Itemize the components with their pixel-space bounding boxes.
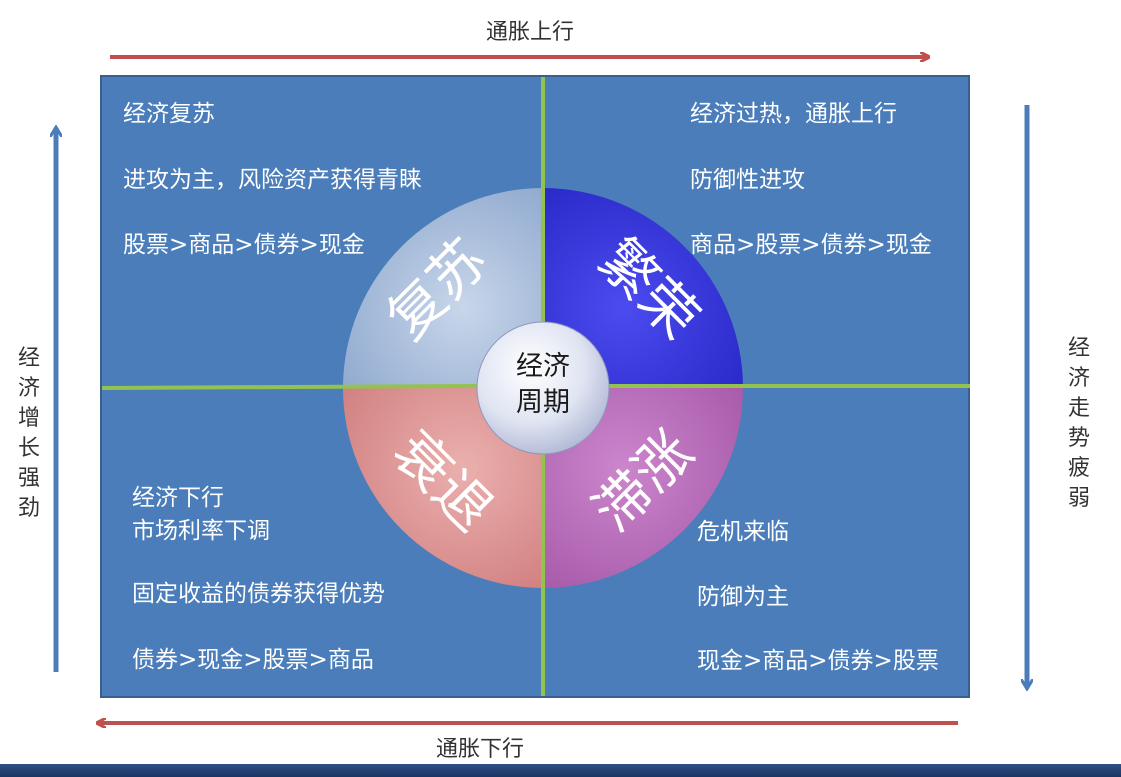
bottom-axis-label: 通胀下行 [436,737,525,762]
center-line-1: 经济 [516,351,570,382]
left-axis-label: 经济增长强劲 [17,346,40,521]
stagflation-segment [543,388,743,588]
top-left-line-2: 进攻为主，风险资产获得青睐 [123,167,422,193]
right-axis-label: 经济走势疲弱 [1067,336,1090,511]
bottom-right-line-2: 防御为主 [697,584,789,610]
center-title: 经济 周期 [480,349,606,421]
recession-segment [343,388,543,588]
top-right-line-2: 防御性进攻 [690,167,805,193]
bottom-right-line-3: 现金>商品>债券>股票 [697,648,939,674]
bottom-right-line-1: 危机来临 [697,519,789,545]
top-right-line-3: 商品>股票>债券>现金 [690,232,932,258]
horizontal-divider-left [101,384,479,390]
center-hub [476,321,610,455]
bottom-left-line-4: 债券>现金>股票>商品 [132,647,374,673]
top-axis-label: 通胀上行 [486,20,575,45]
bottom-left-line-2: 市场利率下调 [132,518,270,544]
recovery-segment [343,188,543,388]
top-left-line-3: 股票>商品>债券>现金 [123,232,365,258]
bottom-left-line-1: 经济下行 [132,485,224,511]
prosperity-segment [543,188,743,388]
bottom-left-line-3: 固定收益的债券获得优势 [132,581,385,607]
top-right-line-1: 经济过热，通胀上行 [690,101,897,127]
center-line-2: 周期 [516,387,570,418]
footer-bar [0,764,1121,777]
top-left-line-1: 经济复苏 [123,101,215,127]
